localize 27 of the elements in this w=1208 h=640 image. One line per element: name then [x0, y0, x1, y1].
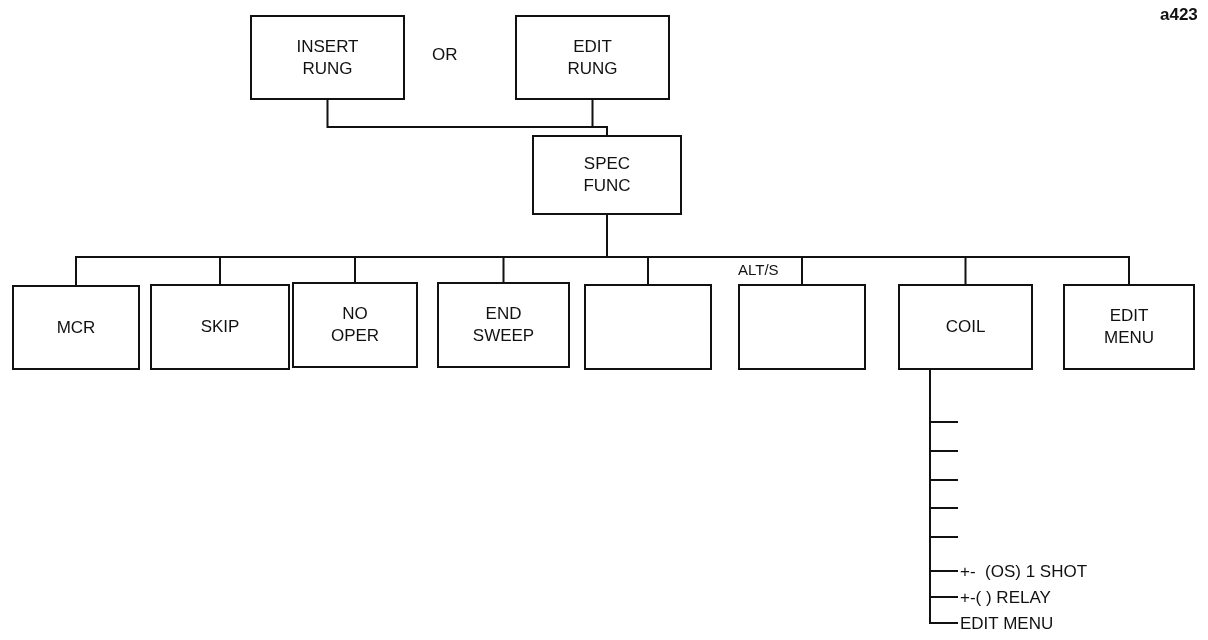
- annotation-text: ALT/S: [738, 262, 779, 277]
- option-text: +-( ) RELAY: [960, 588, 1051, 606]
- menu-box: [898, 284, 1033, 370]
- menu-box: [150, 284, 290, 370]
- menu-box: [515, 15, 670, 100]
- empty-box: [738, 284, 866, 370]
- figure-code: a423: [1160, 6, 1198, 23]
- menu-box: [250, 15, 405, 100]
- box-label: MCR: [55, 316, 97, 339]
- box-label: NO OPER: [329, 303, 381, 347]
- box-label: INSERT RUNG: [295, 35, 360, 80]
- option-text: EDIT MENU: [960, 614, 1054, 632]
- box-label: COIL: [944, 316, 987, 338]
- menu-box: [12, 285, 140, 370]
- box-label: SKIP: [199, 316, 241, 338]
- box-label: SPEC FUNC: [582, 153, 632, 197]
- box-label: EDIT RUNG: [566, 35, 619, 80]
- empty-box: [584, 284, 712, 370]
- option-text: +- (OS) 1 SHOT: [960, 562, 1088, 580]
- box-label: EDIT MENU: [1102, 305, 1156, 349]
- connector-line: [591, 99, 608, 136]
- menu-box: [532, 135, 682, 215]
- annotation-text: OR: [432, 46, 458, 63]
- menu-box: [437, 282, 570, 368]
- box-label: END SWEEP: [471, 303, 536, 347]
- menu-box: [292, 282, 418, 368]
- menu-box: [1063, 284, 1195, 370]
